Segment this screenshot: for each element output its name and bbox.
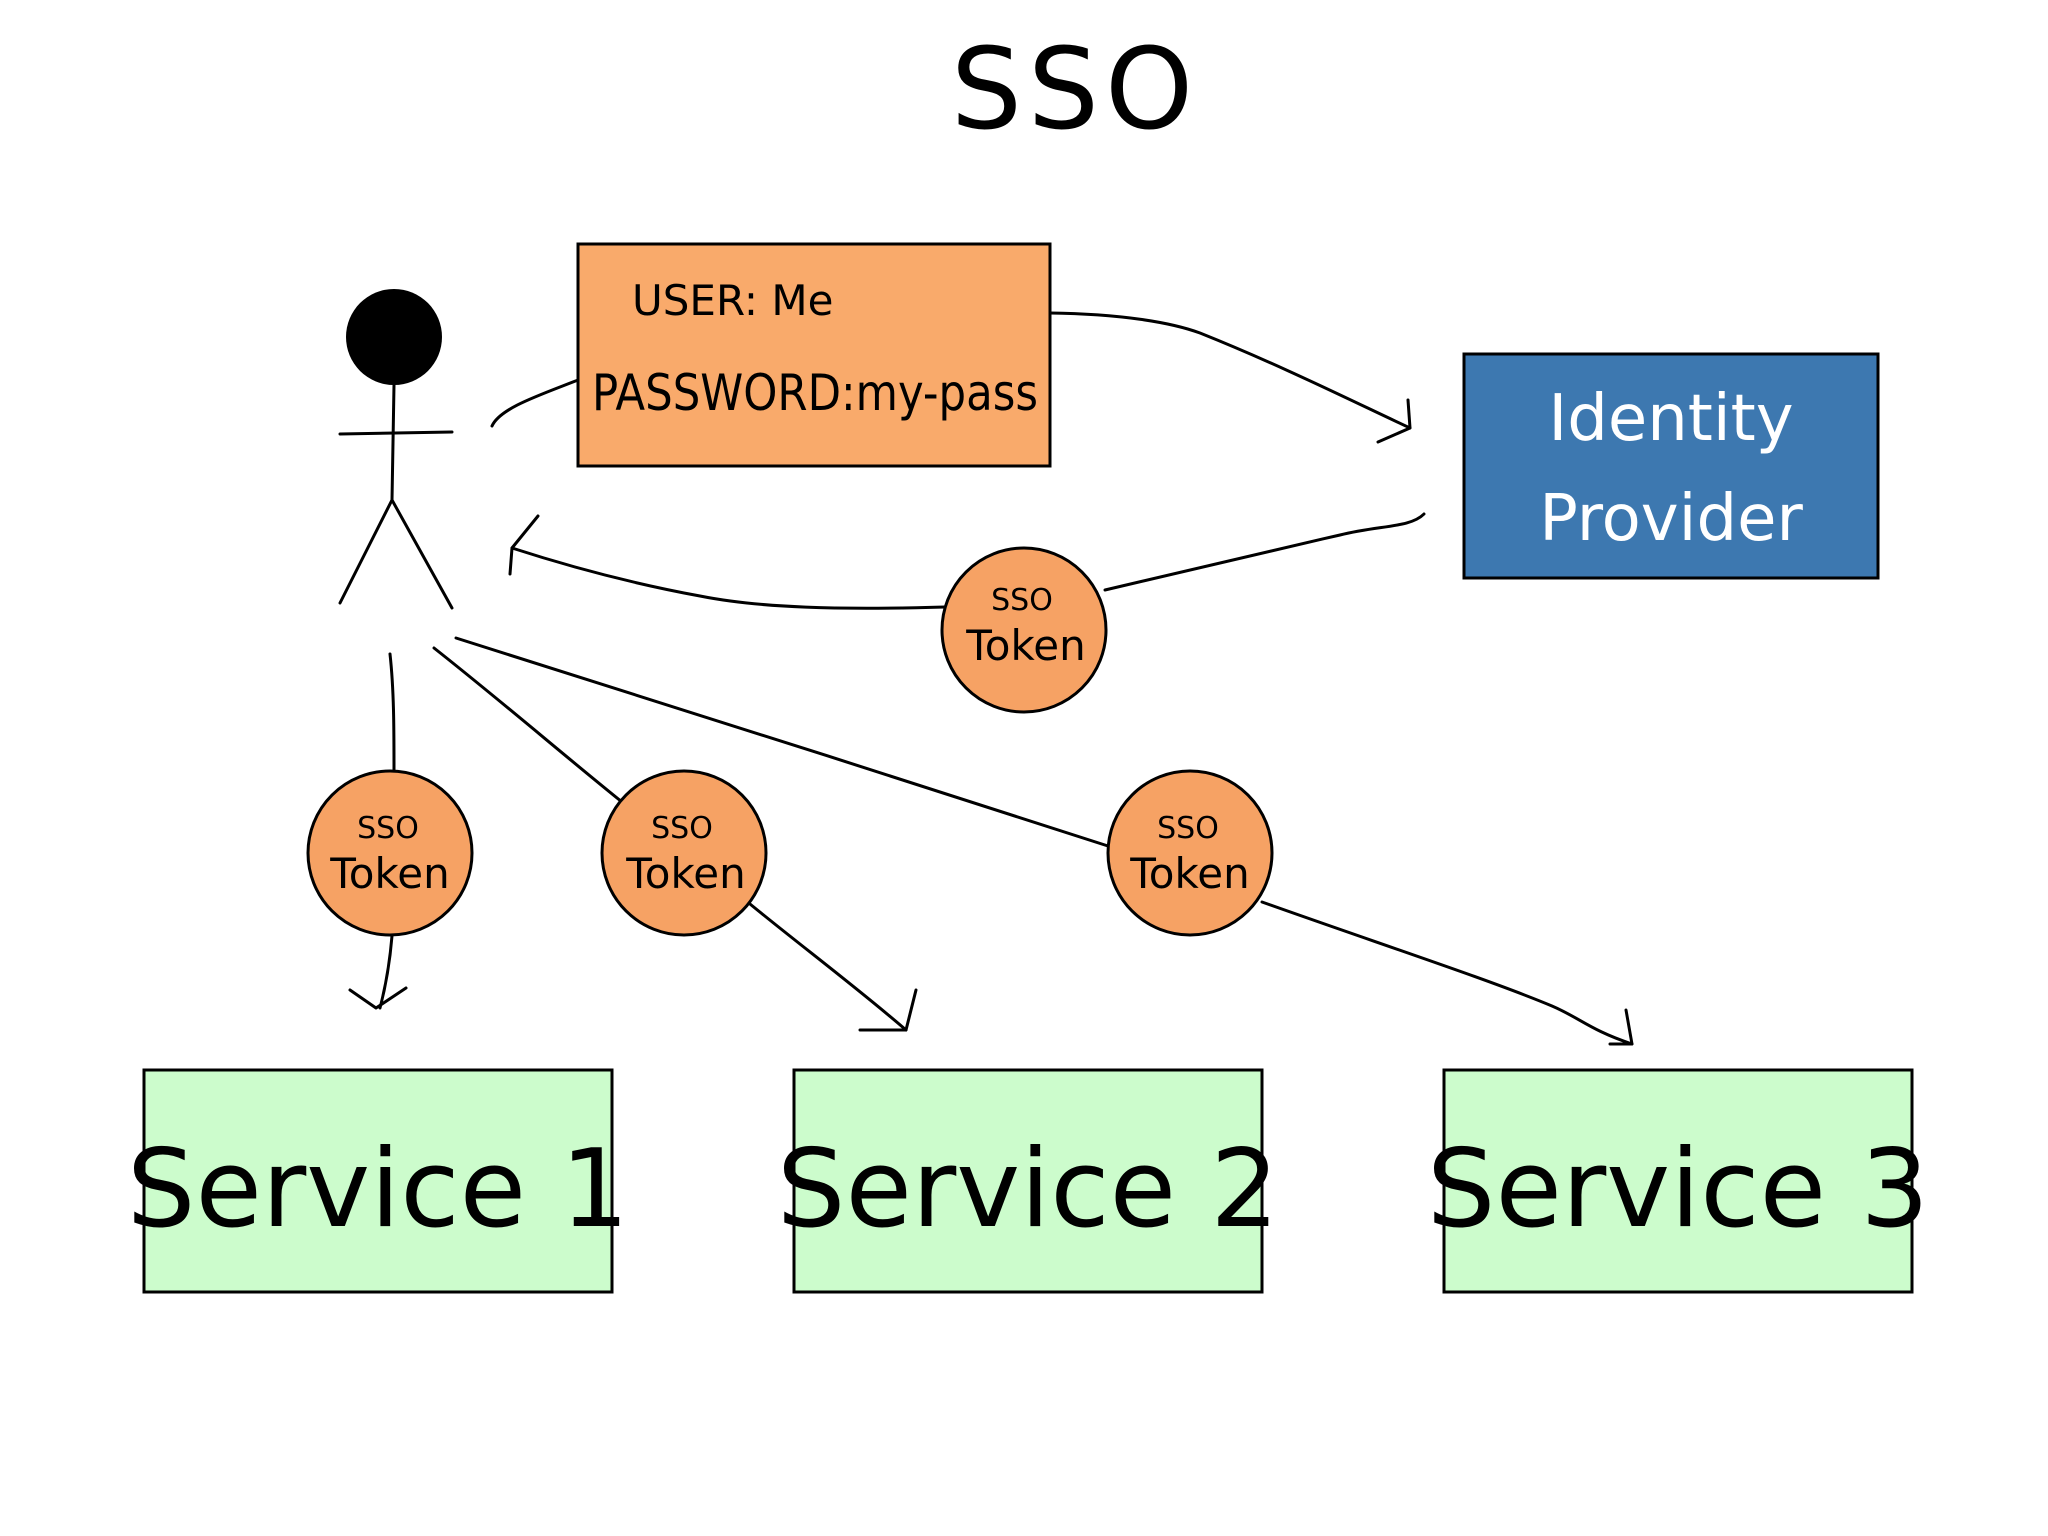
sso-token-circle <box>306 769 474 937</box>
user-to-service3-line <box>454 636 1110 848</box>
user-body <box>390 383 396 502</box>
user-to-service3-arrowhead <box>1608 1008 1634 1046</box>
user-to-service1-line-b <box>378 934 394 1010</box>
user-stick-figure <box>338 289 454 610</box>
sso-token-service1: SSO Token <box>306 769 474 937</box>
user-to-service1-arrowhead <box>348 986 408 1010</box>
idp-to-user-arrowhead <box>508 514 540 576</box>
credentials-to-idp-arrow <box>1048 311 1412 430</box>
sso-token-line1: SSO <box>991 583 1053 618</box>
sso-token-line1: SSO <box>357 811 419 846</box>
identity-provider-line2: Provider <box>1539 482 1803 556</box>
service-1-rect <box>142 1068 614 1294</box>
user-head <box>346 289 442 385</box>
sso-token-line2: Token <box>965 621 1086 670</box>
sso-token-circle <box>940 546 1108 714</box>
diagram-title: SSO <box>951 25 1199 155</box>
user-to-service1-line <box>388 652 396 772</box>
credentials-password-line: PASSWORD:my-pass <box>592 364 1038 422</box>
user-to-service3-line-b <box>1260 900 1634 1046</box>
service-1-label: Service 1 <box>127 1127 629 1252</box>
service-3-rect <box>1442 1068 1914 1294</box>
sso-token-circle <box>600 769 768 937</box>
sso-token-circle <box>1106 769 1274 937</box>
sso-token-idp: SSO Token <box>940 546 1108 714</box>
service-3-label: Service 3 <box>1427 1127 1929 1252</box>
user-legs <box>338 498 454 610</box>
user-to-service2-arrowhead <box>858 988 918 1032</box>
user-to-service2-line <box>432 646 624 804</box>
user-to-credentials-line <box>490 378 580 428</box>
sso-token-service3: SSO Token <box>1106 769 1274 937</box>
credentials-user-line: USER: Me <box>632 276 833 325</box>
sso-token-line2: Token <box>329 849 450 898</box>
user-arms <box>338 430 454 436</box>
sso-token-line1: SSO <box>651 811 713 846</box>
sso-token-line2: Token <box>1129 849 1250 898</box>
user-to-service2-line-b <box>748 902 908 1032</box>
credentials-box-rect <box>576 242 1052 468</box>
credentials-to-idp-arrowhead <box>1376 398 1412 444</box>
sso-token-line1: SSO <box>1157 811 1219 846</box>
credentials-box: USER: Me PASSWORD:my-pass <box>576 242 1052 468</box>
sso-token-line2: Token <box>625 849 746 898</box>
service-2-label: Service 2 <box>777 1127 1279 1252</box>
service-1-box: Service 1 <box>127 1068 629 1294</box>
service-3-box: Service 3 <box>1427 1068 1929 1294</box>
idp-to-user-arrow <box>510 512 1426 610</box>
identity-provider-line1: Identity <box>1548 382 1793 456</box>
service-2-rect <box>792 1068 1264 1294</box>
sso-token-service2: SSO Token <box>600 769 768 937</box>
service-2-box: Service 2 <box>777 1068 1279 1294</box>
identity-provider-rect <box>1462 352 1880 580</box>
identity-provider-box: Identity Provider <box>1462 352 1880 580</box>
